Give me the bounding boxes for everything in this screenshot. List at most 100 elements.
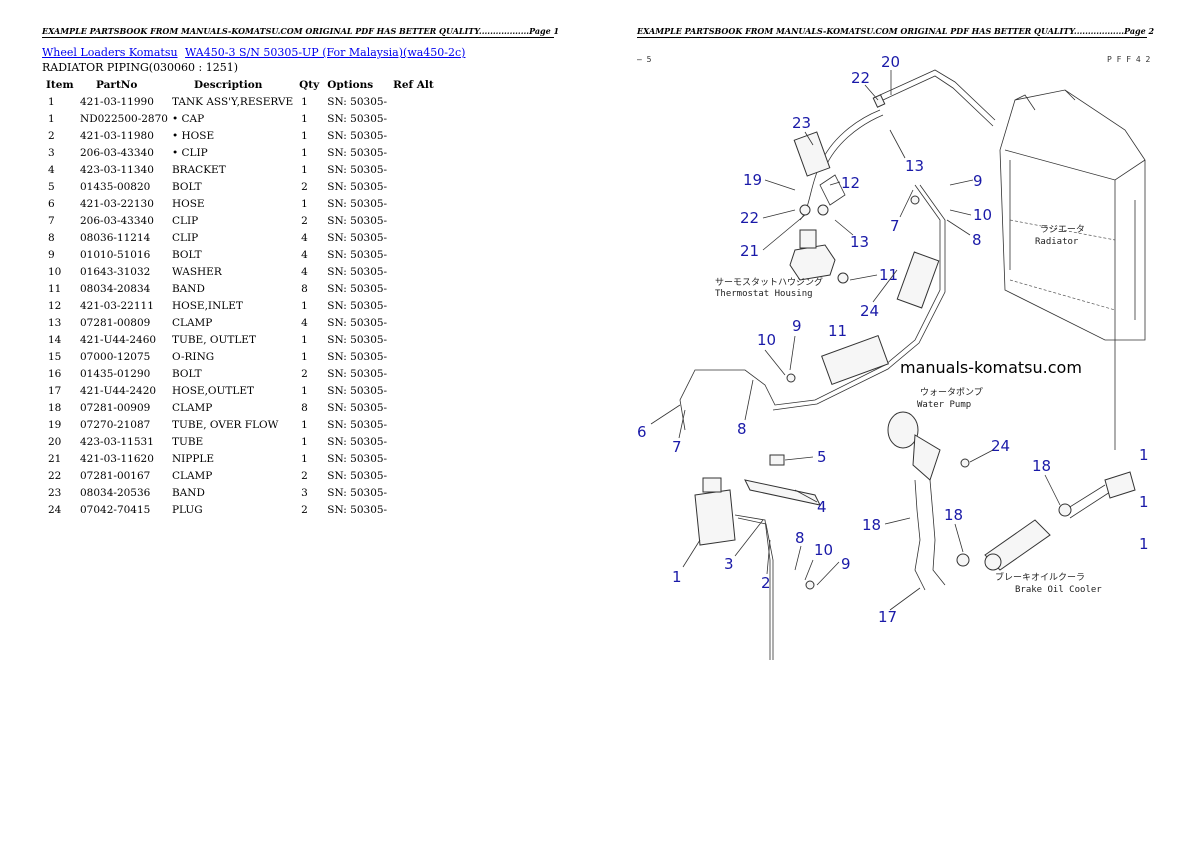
callout-number: 24 xyxy=(991,437,1010,455)
callout-number: 24 xyxy=(860,302,879,320)
cell-item: 18 xyxy=(48,401,62,414)
cell-item: 14 xyxy=(48,333,62,346)
cell-description: TUBE, OUTLET xyxy=(171,333,256,346)
cell-partno: ND022500-2870 xyxy=(80,112,168,125)
cell-item: 23 xyxy=(48,486,62,499)
radiator-label-jp: ラジエータ xyxy=(1040,224,1085,235)
cell-description: CLIP xyxy=(171,214,199,227)
water-pump-label-en: Water Pump xyxy=(917,400,971,410)
callout-number: 12 xyxy=(841,174,860,192)
cell-qty: 1 xyxy=(301,384,308,397)
cell-options: SN: 50305- xyxy=(327,367,388,380)
cell-options: SN: 50305- xyxy=(327,282,388,295)
callout-number: 6 xyxy=(637,423,647,441)
callout-number: 13 xyxy=(905,157,924,175)
cell-qty: 1 xyxy=(301,435,308,448)
callout-number: 8 xyxy=(737,420,747,438)
cell-ref-alt xyxy=(389,382,438,399)
hose-11-drawing xyxy=(679,184,946,431)
cell-qty: 2 xyxy=(301,469,308,482)
callout-number: 5 xyxy=(817,448,827,466)
cell-description: TANK ASS'Y,RESERVE xyxy=(171,95,294,108)
cell-description: HOSE,INLET xyxy=(171,299,243,312)
callout-number: 4 xyxy=(817,498,827,516)
reserve-tank-drawing xyxy=(694,477,774,660)
cell-item: 5 xyxy=(48,180,55,193)
cell-options: SN: 50305- xyxy=(327,401,388,414)
watermark: manuals-komatsu.com xyxy=(900,358,1082,377)
cell-description: BAND xyxy=(171,486,205,499)
breadcrumb-link-model[interactable]: WA450-3 S/N 50305-UP (For Malaysia)(wa45… xyxy=(185,46,466,59)
cell-ref-alt xyxy=(389,212,438,229)
cell-partno: 421-03-11980 xyxy=(80,129,154,142)
cell-options: SN: 50305- xyxy=(327,197,388,210)
callout-number: 1 xyxy=(672,568,682,586)
cell-options: SN: 50305- xyxy=(327,350,388,363)
callout-number: 9 xyxy=(792,317,802,335)
callout-number: 9 xyxy=(841,555,851,573)
callout-number: 18 xyxy=(944,506,963,524)
brake-oil-cooler-drawing: ブレーキオイルクーラ Brake Oil Cooler xyxy=(956,471,1136,595)
callout-number: 22 xyxy=(851,69,870,87)
radiator-drawing xyxy=(999,89,1146,450)
cell-options: SN: 50305- xyxy=(327,469,388,482)
cell-ref-alt xyxy=(389,246,438,263)
callout-number: 22 xyxy=(740,209,759,227)
parts-table: Item PartNo Description Qty Options Ref … xyxy=(42,76,438,518)
callout-number: 10 xyxy=(973,206,992,224)
column-header-ref-alt: Ref Alt xyxy=(393,78,434,91)
cell-ref-alt xyxy=(389,144,438,161)
cell-ref-alt xyxy=(389,93,438,110)
callout-number: 10 xyxy=(757,331,776,349)
cell-item: 24 xyxy=(48,503,62,516)
cell-description: BOLT xyxy=(171,180,202,193)
cell-options: SN: 50305- xyxy=(327,418,388,431)
cell-partno: 01435-00820 xyxy=(80,180,151,193)
cell-item: 1 xyxy=(48,95,55,108)
callout-number: 1 xyxy=(1139,493,1149,511)
cell-qty: 4 xyxy=(301,248,308,261)
cell-item: 13 xyxy=(48,316,62,329)
cell-description: CLAMP xyxy=(171,316,213,329)
cell-qty: 1 xyxy=(301,333,308,346)
callout-number: 3 xyxy=(724,555,734,573)
callout-number: 8 xyxy=(795,529,805,547)
callout-number: 10 xyxy=(814,541,833,559)
cell-qty: 2 xyxy=(301,180,308,193)
cell-ref-alt xyxy=(389,416,438,433)
cell-item: 3 xyxy=(48,146,55,159)
cell-item: 16 xyxy=(48,367,62,380)
callout-number: 20 xyxy=(881,53,900,71)
cell-partno: 421-03-11620 xyxy=(80,452,154,465)
cell-partno: 421-U44-2420 xyxy=(80,384,157,397)
callout-number: 9 xyxy=(973,172,983,190)
cell-options: SN: 50305- xyxy=(327,435,388,448)
cell-partno: 01435-01290 xyxy=(80,367,151,380)
cell-ref-alt xyxy=(389,127,438,144)
cell-item: 7 xyxy=(48,214,55,227)
cell-qty: 1 xyxy=(301,146,308,159)
cell-ref-alt xyxy=(389,280,438,297)
thermostat-label-jp: サーモスタットハウジング xyxy=(715,276,823,288)
table-header-row: Item PartNo Description Qty Options Ref … xyxy=(42,76,438,93)
cell-description: • HOSE xyxy=(171,129,215,142)
diagram-page: EXAMPLE PARTSBOOK FROM MANUALS-KOMATSU.C… xyxy=(595,0,1190,842)
cell-partno: 421-03-22111 xyxy=(80,299,154,312)
breadcrumb-link-category[interactable]: Wheel Loaders Komatsu xyxy=(42,46,178,59)
cell-qty: 1 xyxy=(301,112,308,125)
cell-ref-alt xyxy=(389,484,438,501)
cell-ref-alt xyxy=(389,348,438,365)
callout-number: 21 xyxy=(740,242,759,260)
